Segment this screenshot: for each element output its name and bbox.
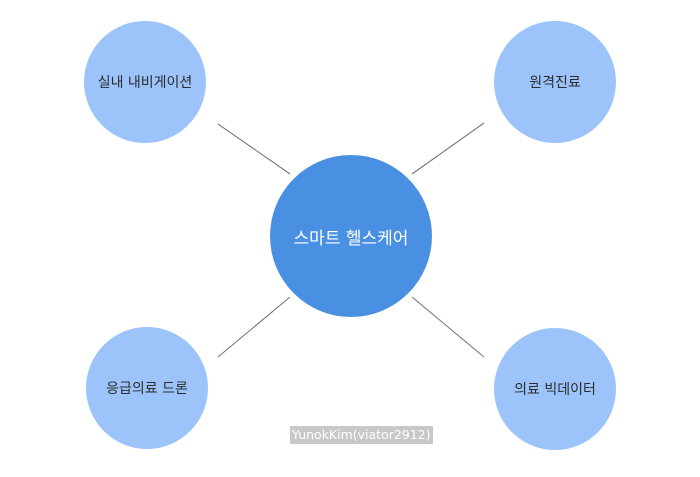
node-label: 원격진료 <box>529 75 581 91</box>
author-watermark: YunokKim(viator2912) <box>290 426 433 444</box>
connector-bottom-right <box>411 296 485 358</box>
connector-top-left <box>217 123 291 175</box>
center-node-label: 스마트 헬스케어 <box>293 228 409 249</box>
node-label: 의료 빅데이터 <box>514 382 596 398</box>
node-telemedicine: 원격진료 <box>494 21 616 143</box>
connector-top-right <box>411 122 485 175</box>
node-label: 실내 내비게이션 <box>97 75 193 91</box>
node-label: 응급의료 드론 <box>106 381 188 397</box>
node-smart-healthcare: 스마트 헬스케어 <box>270 155 432 317</box>
node-indoor-navigation: 실내 내비게이션 <box>84 21 206 143</box>
node-emergency-drone: 응급의료 드론 <box>86 327 208 449</box>
connector-bottom-left <box>217 296 291 358</box>
node-medical-big-data: 의료 빅데이터 <box>494 328 616 450</box>
